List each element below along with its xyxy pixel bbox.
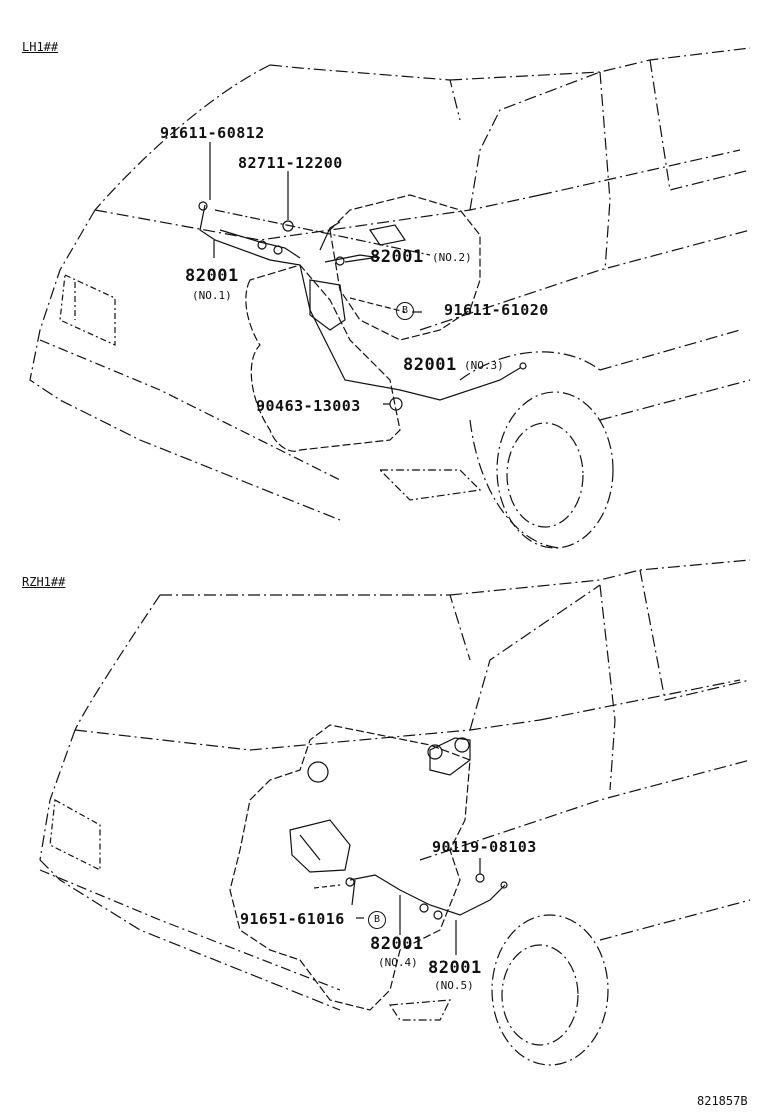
vehicle-top-outline <box>29 47 751 549</box>
figure-id: 821857B <box>697 1094 748 1108</box>
callout-part-number: 91651-61016 <box>240 910 345 928</box>
callout-note: (NO.5) <box>434 979 474 992</box>
engine-top <box>245 194 481 452</box>
callout-note: (NO.2) <box>432 251 472 264</box>
section-label-lh: LH1## <box>22 40 59 54</box>
section-label-rzh: RZH1## <box>22 575 66 589</box>
callout-part-number: 90119-08103 <box>432 838 537 856</box>
engine-bottom <box>229 724 471 1011</box>
callout-note: (NO.3) <box>464 359 504 372</box>
marker-b-icon: B <box>368 911 386 929</box>
callout-part-number: 90463-13003 <box>256 397 361 415</box>
leader-lines-bottom <box>356 858 481 955</box>
callout-part-number: 82711-12200 <box>238 154 343 172</box>
marker-b-icon: B <box>396 302 414 320</box>
callout-part-number: 91611-61020 <box>444 301 549 319</box>
callout-part-number: 82001 <box>428 958 482 978</box>
vehicle-bottom-outline <box>39 559 751 1066</box>
harness-bottom <box>313 873 508 920</box>
callout-part-number: 82001 <box>185 266 239 286</box>
callout-part-number: 82001 <box>403 355 457 375</box>
leader-lines-top <box>209 142 422 405</box>
callout-note: (NO.1) <box>192 289 232 302</box>
callout-note: (NO.4) <box>378 956 418 969</box>
callout-part-number: 82001 <box>370 247 424 267</box>
callout-part-number: 91611-60812 <box>160 124 265 142</box>
callout-part-number: 82001 <box>370 934 424 954</box>
